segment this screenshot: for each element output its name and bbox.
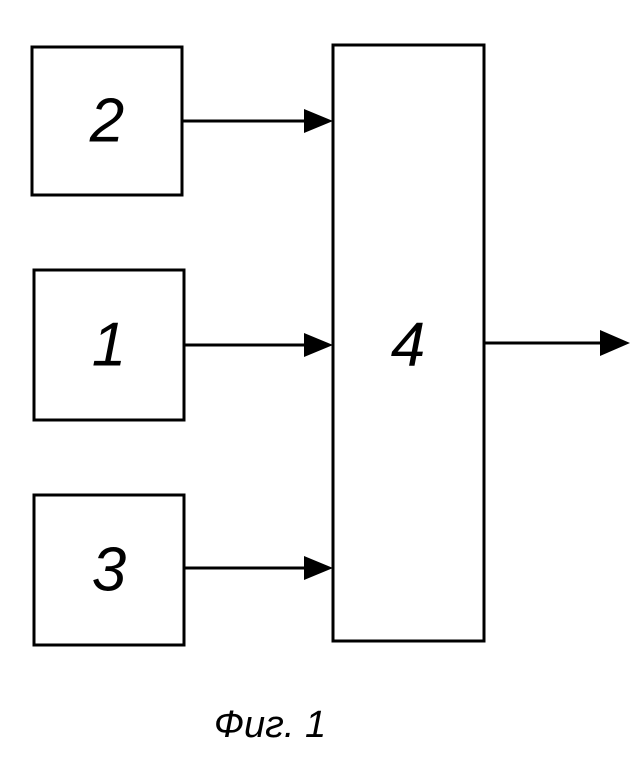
block-2: 2 [32, 47, 182, 195]
arrow-1-to-4 [184, 333, 333, 357]
arrow-4-output-head [600, 330, 630, 356]
block-4: 4 [333, 45, 484, 641]
block-1-label: 1 [92, 311, 126, 380]
arrow-3-to-4 [184, 556, 333, 580]
block-1: 1 [34, 270, 184, 420]
arrow-2-to-4-head [304, 109, 333, 133]
block-2-label: 2 [89, 87, 124, 156]
figure-caption: Фиг. 1 [214, 704, 326, 746]
arrow-1-to-4-head [304, 333, 333, 357]
arrow-2-to-4 [182, 109, 333, 133]
block-3-label: 3 [92, 536, 126, 605]
block-4-label: 4 [391, 311, 425, 380]
block-3: 3 [34, 495, 184, 645]
arrow-4-output [484, 330, 630, 356]
arrow-3-to-4-head [304, 556, 333, 580]
